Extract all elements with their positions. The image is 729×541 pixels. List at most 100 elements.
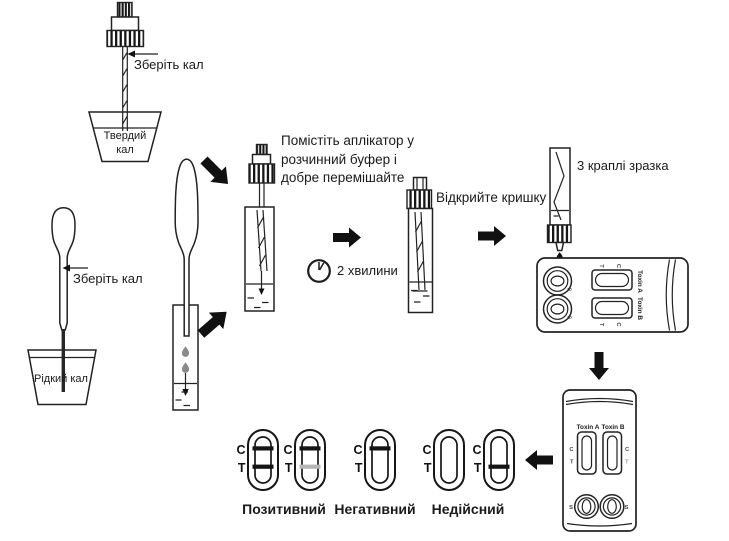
control-mark: C <box>422 443 431 457</box>
test-mark: T <box>355 461 363 475</box>
mix-instruction-line2: розчинний буфер і <box>281 151 397 167</box>
flow-arrow-up-right <box>197 311 227 338</box>
step-arrow-right-1 <box>333 227 361 248</box>
toxin-b-label: Toxin B <box>602 424 625 431</box>
wait-tube-knob <box>412 176 428 191</box>
test-mark: T <box>424 461 432 475</box>
test-line <box>252 464 274 469</box>
results-row: C T C T C T C T <box>236 429 515 491</box>
sample-mark: S <box>569 505 573 511</box>
result-oval-positive-2: C T <box>283 429 326 491</box>
collect-solid-label: Зберіть кал <box>134 57 204 72</box>
swab-top-knob <box>116 1 133 18</box>
mix-arrowhead <box>258 288 265 295</box>
collect-liquid-arrowhead <box>62 264 70 272</box>
toxin-b-label: Toxin B <box>636 297 643 320</box>
control-mark: C <box>283 443 292 457</box>
result-label-negative: Негативний <box>334 501 416 517</box>
result-label-positive: Позитивний <box>242 501 326 517</box>
step-arrow-left <box>525 450 553 470</box>
cassette-v-window-a <box>576 431 597 475</box>
test-mark: T <box>598 323 604 327</box>
swab-stick <box>122 46 128 131</box>
solid-stool-cup <box>88 111 162 163</box>
cassette-horizontal: S S T C T C Toxin A Toxin B <box>536 257 689 333</box>
wait-duration-label: 2 хвилини <box>337 263 398 278</box>
cassette-v-end-lines <box>565 397 634 527</box>
droplet-icon <box>181 346 190 357</box>
cassette-v-well-2 <box>599 493 625 520</box>
control-mark: C <box>353 443 362 457</box>
cassette-h-window-b <box>591 297 633 319</box>
droplet-icon <box>181 362 190 373</box>
test-line-faint <box>299 464 321 469</box>
flow-arrow-down-right <box>200 156 229 185</box>
dispense-station <box>546 147 572 272</box>
collect-solid-arrowhead <box>127 50 135 58</box>
inverted-tube-tip <box>555 241 565 252</box>
pipette-medium <box>174 158 199 337</box>
mix-tube-swab <box>256 209 268 272</box>
swab-cap <box>106 29 145 48</box>
open-cap-label: Відкрийте кришку <box>436 190 547 205</box>
cassette-h-body <box>536 257 689 333</box>
cassette-v-window-b <box>602 431 623 475</box>
mix-instruction-line3: добре перемішайте <box>281 170 405 185</box>
cassette-h-window-a-strip <box>594 272 630 288</box>
mix-instruction-line1: Помістіть аплікатор у <box>281 133 415 148</box>
wait-tube-knob-lines <box>416 177 424 190</box>
cassette-h-well-2 <box>542 294 573 324</box>
liquid-stool-station <box>27 207 97 406</box>
control-mark: C <box>615 264 621 269</box>
control-line <box>369 446 391 451</box>
mix-instruction: Помістіть аплікатор у розчинний буфер і … <box>281 132 414 188</box>
sample-mark: S <box>566 288 572 292</box>
wait-tube-liquid-marks <box>409 281 432 303</box>
sample-mark: S <box>566 316 572 320</box>
test-mark: T <box>285 461 293 475</box>
test-line <box>488 464 510 469</box>
liquid-cup-label: Рідкий кал <box>34 373 88 385</box>
solid-cup-label: Твердий кал <box>96 129 154 157</box>
wait-tube-body <box>407 207 434 314</box>
mix-tube-body <box>244 206 275 312</box>
transfer-station <box>172 156 229 411</box>
toxin-a-label: Toxin A <box>636 270 643 293</box>
cassette-h-end-lines <box>665 259 677 331</box>
control-mark: C <box>236 443 245 457</box>
test-mark: T <box>598 264 604 268</box>
test-mark: T <box>238 461 246 475</box>
cassette-v-well-1 <box>573 493 600 520</box>
mix-tube-neck <box>258 183 265 207</box>
cassette-h-window-a <box>591 269 633 291</box>
wait-tube-station <box>406 176 434 314</box>
result-label-invalid: Недійсний <box>431 501 505 517</box>
mix-tube-cap <box>248 163 276 184</box>
result-oval-invalid-1: C T <box>422 429 465 491</box>
mix-tube-station <box>244 143 276 312</box>
collect-liquid-label: Зберіть кал <box>73 271 143 286</box>
inverted-tube-liquid-marks <box>551 209 569 217</box>
solid-cup-label-line1: Твердий <box>103 130 147 142</box>
test-mark: T <box>474 461 482 475</box>
swab-collar <box>110 16 140 32</box>
step-arrow-right-2 <box>478 226 506 246</box>
dispense-label: 3 краплі зразка <box>577 158 669 173</box>
solid-cup-label-line2: кал <box>116 144 134 156</box>
step-arrow-down <box>589 352 609 380</box>
timer-clock-icon <box>307 259 331 283</box>
result-oval-invalid-2: C T <box>472 429 515 491</box>
test-mark: T <box>625 460 629 466</box>
mix-tube-knob <box>255 143 268 156</box>
toxin-a-label: Toxin A <box>577 424 600 431</box>
mix-tube-liquid-marks <box>246 283 273 309</box>
cassette-v-window-a-strip <box>581 435 593 471</box>
tube-liquid-marks <box>174 382 197 407</box>
inverted-tube-cap <box>546 224 572 244</box>
test-mark: T <box>570 460 574 466</box>
sample-mark: S <box>625 505 629 511</box>
control-line <box>252 446 274 451</box>
control-mark: C <box>569 447 574 453</box>
